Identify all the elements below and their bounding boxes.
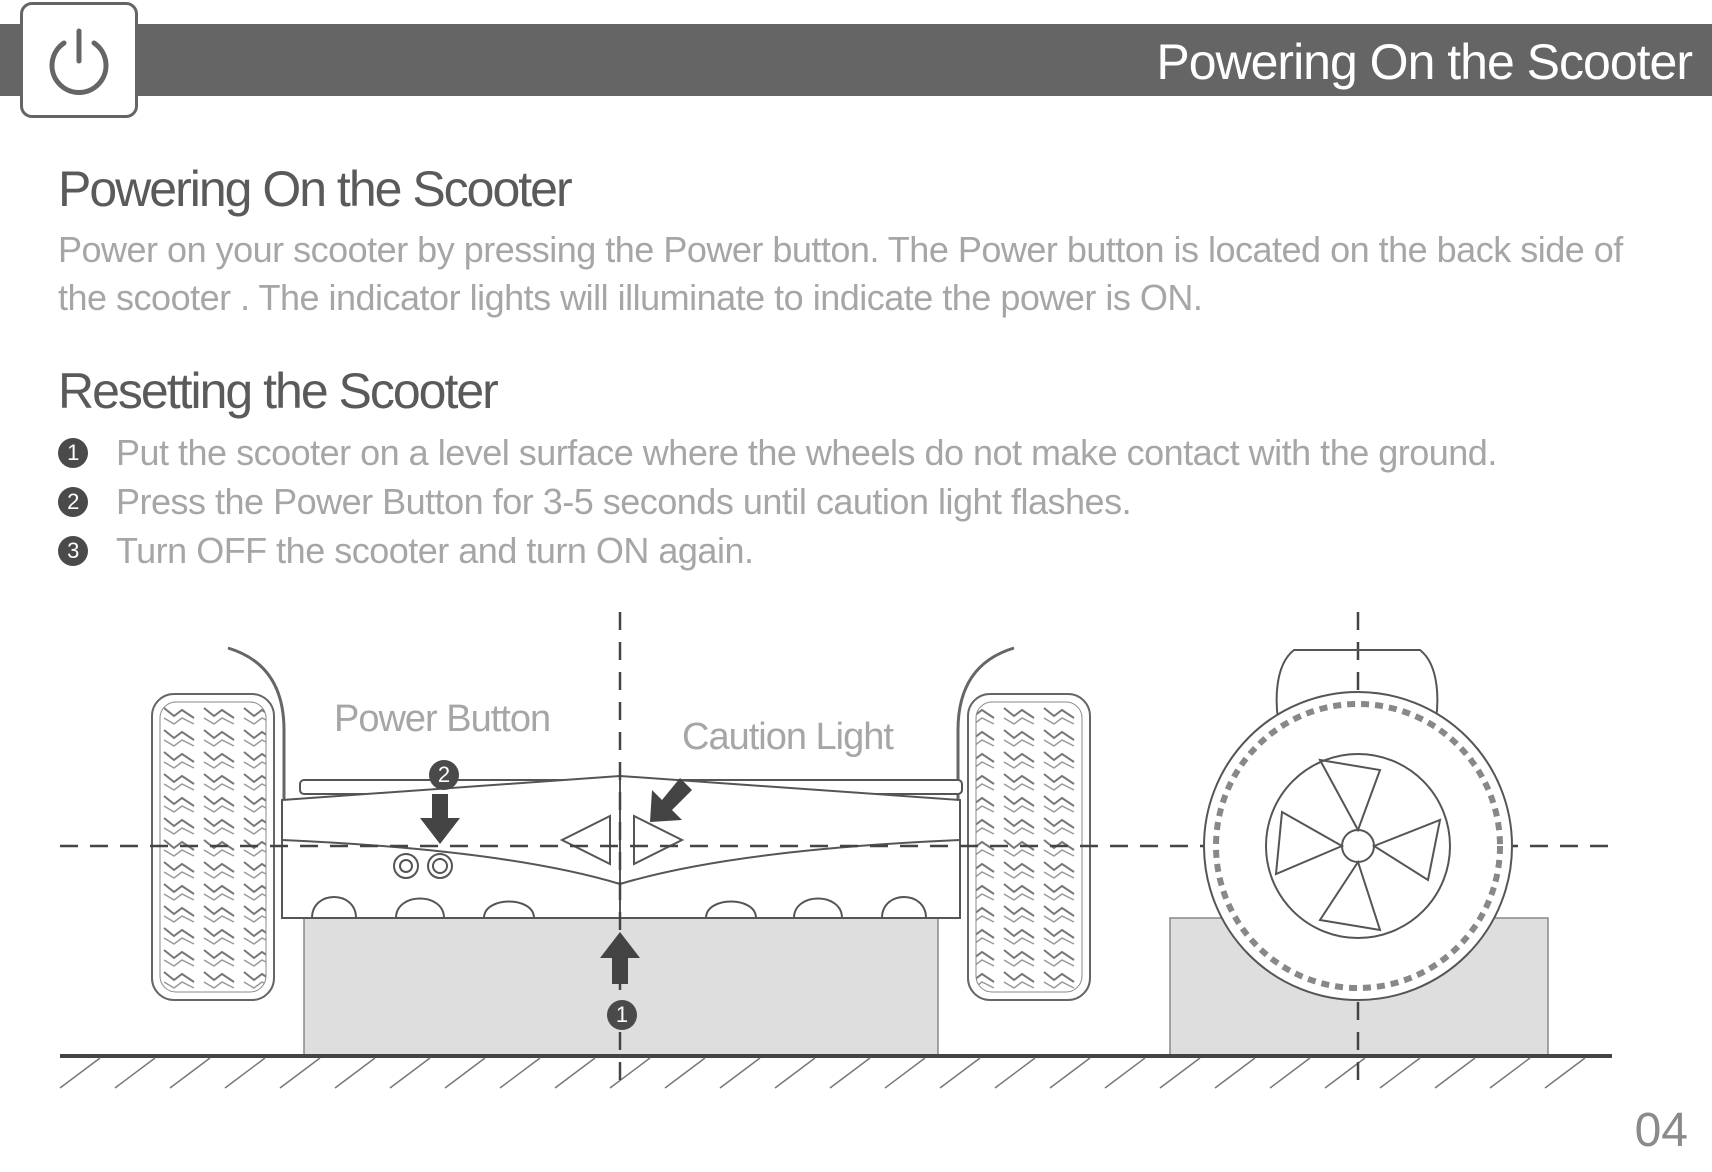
- step-text: Turn OFF the scooter and turn ON again.: [116, 529, 754, 571]
- section-title-power: Powering On the Scooter: [58, 161, 573, 217]
- reset-step: 2 Press the Power Button for 3-5 seconds…: [58, 477, 1497, 526]
- header-title: Powering On the Scooter: [1156, 34, 1693, 90]
- step-text: Put the scooter on a level surface where…: [116, 431, 1497, 473]
- reset-step: 3 Turn OFF the scooter and turn ON again…: [58, 526, 1497, 575]
- step-text: Press the Power Button for 3-5 seconds u…: [116, 480, 1132, 522]
- reset-step: 1 Put the scooter on a level surface whe…: [58, 428, 1497, 477]
- page-number: 04: [1634, 1104, 1688, 1157]
- header-bar: [0, 24, 1712, 96]
- section-title-reset: Resetting the Scooter: [58, 363, 499, 419]
- caution-light-label: Caution Light: [682, 716, 894, 758]
- right-fender: [956, 646, 1015, 918]
- step-number-badge: 1: [58, 437, 88, 468]
- side-view-wheel: [1203, 649, 1513, 1001]
- step-number-badge: 3: [58, 535, 88, 566]
- diagonal-arrow-caution: [650, 778, 692, 822]
- power-instructions: Power on your scooter by pressing the Po…: [58, 229, 1623, 318]
- ground-hatching: [59, 1057, 1586, 1089]
- power-button: [393, 853, 453, 879]
- step-number-badge: 2: [58, 486, 88, 517]
- power-button-label: Power Button: [334, 698, 551, 740]
- left-fender: [227, 646, 286, 918]
- marker-2-badge: 2: [429, 760, 459, 790]
- down-arrow-power: [420, 794, 460, 844]
- up-arrow-lift: [600, 932, 640, 984]
- caution-light: [633, 814, 685, 866]
- left-indicator-light: [559, 814, 611, 866]
- scooter-body: [281, 774, 963, 919]
- scooter-illustration: [59, 612, 1612, 1090]
- reset-steps: 1 Put the scooter on a level surface whe…: [58, 428, 1497, 575]
- power-badge: [20, 2, 138, 118]
- power-icon: [49, 28, 109, 95]
- marker-1-badge: 1: [607, 1000, 637, 1030]
